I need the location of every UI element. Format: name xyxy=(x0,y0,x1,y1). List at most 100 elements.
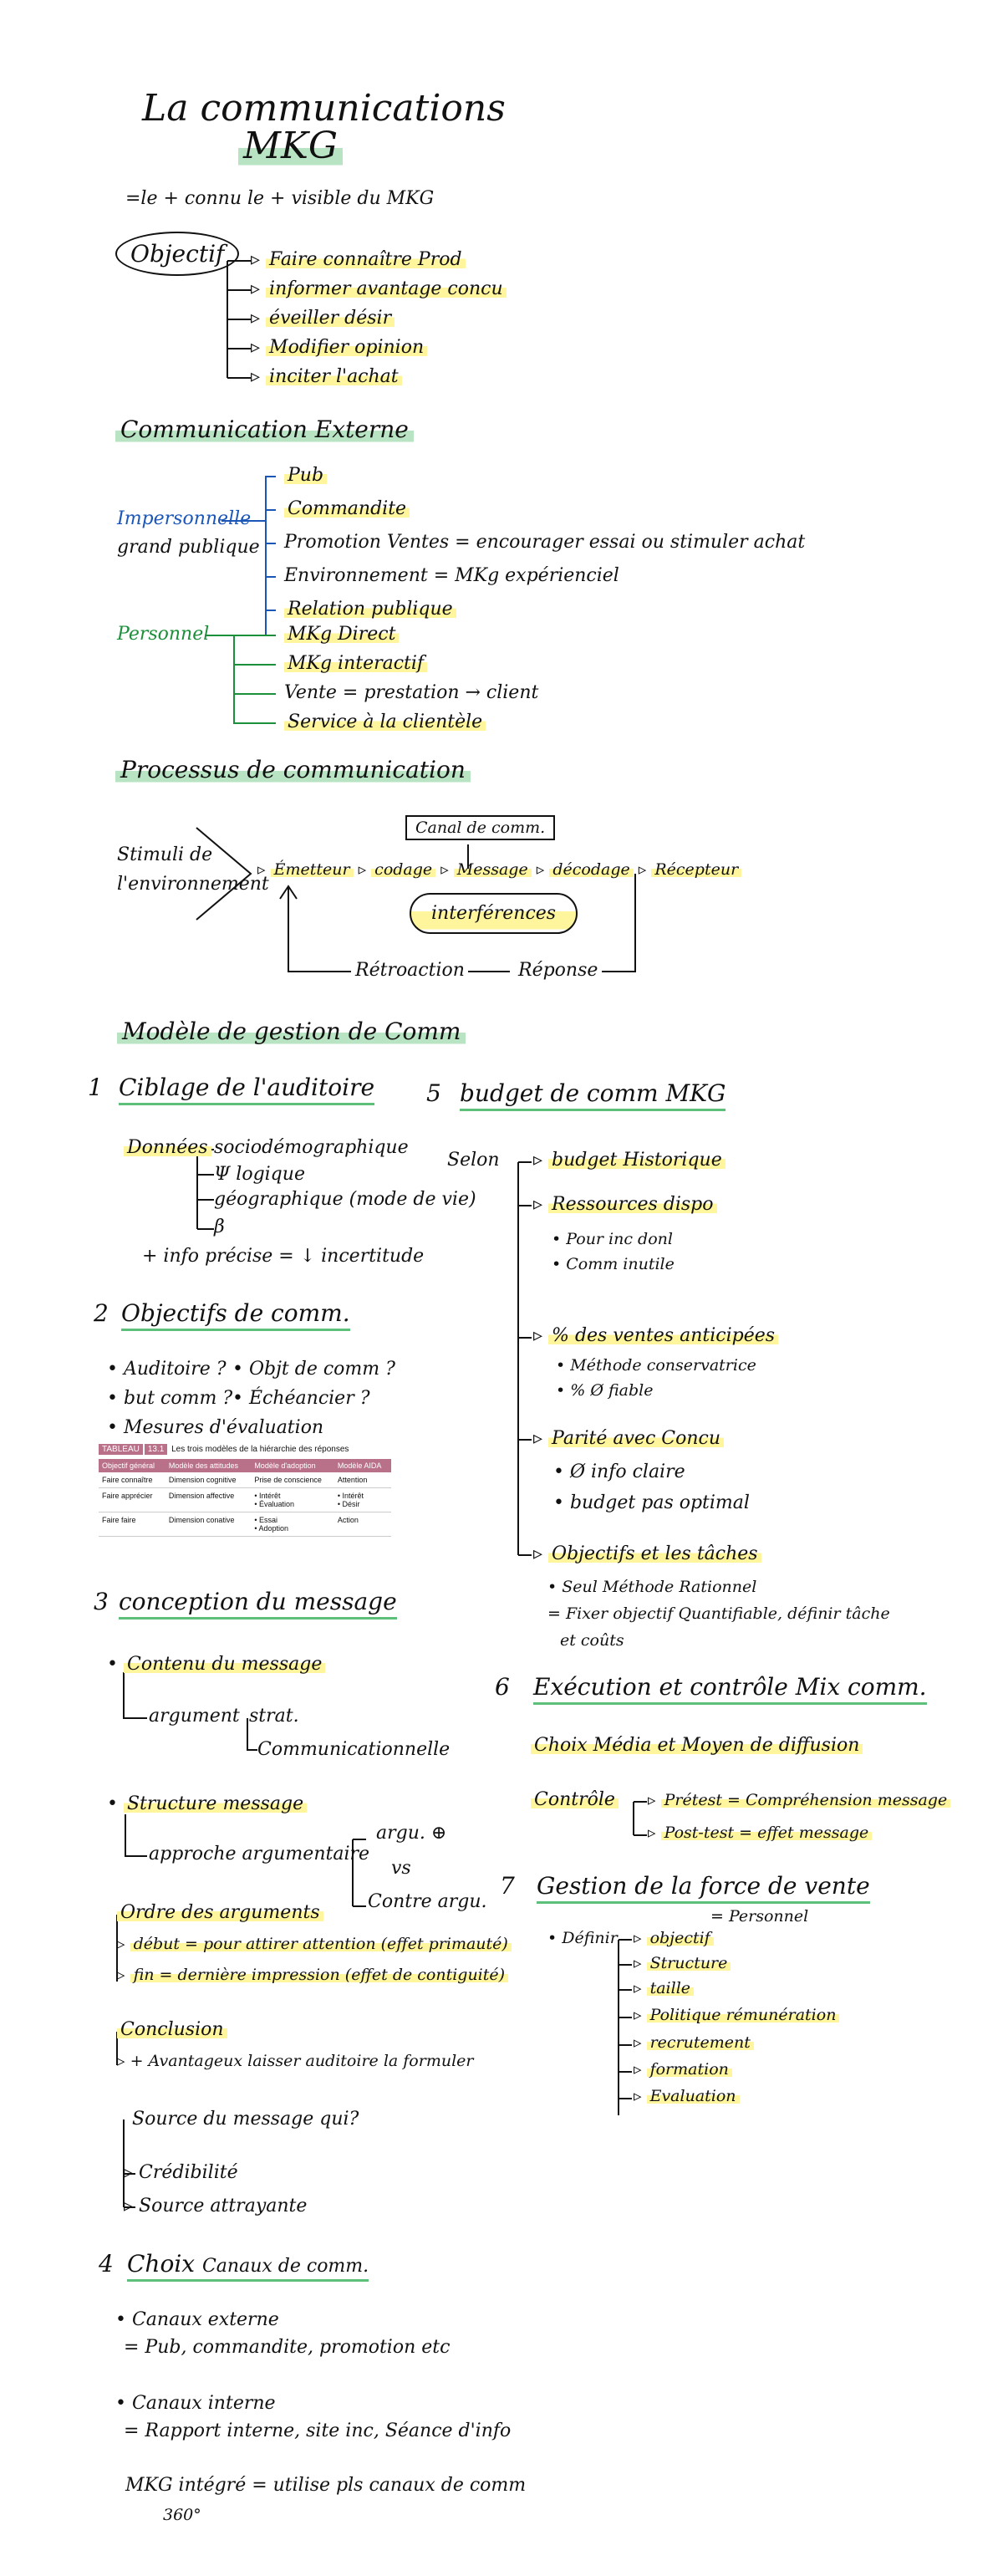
s7-item-structure: ▹ Structure xyxy=(634,1954,731,1973)
s1-donnees: Données xyxy=(124,1137,211,1158)
s2-title-text: Objectifs de comm. xyxy=(121,1299,350,1331)
s7-text-objectif: objectif xyxy=(646,1929,714,1947)
objectif-item-3: ▹ éveiller désir xyxy=(251,308,395,329)
table-header: Modèle des attitudes xyxy=(165,1459,252,1472)
ext-text-mkg-interactif: MKg interactif xyxy=(284,653,428,674)
s4-title: Choix Canaux de comm. xyxy=(127,2250,369,2282)
s6-controle: Contrôle xyxy=(531,1789,619,1810)
ext-text-relation: Relation publique xyxy=(284,599,456,620)
table-header: Modèle AIDA xyxy=(333,1459,391,1472)
canal-box: Canal de comm. xyxy=(405,815,556,840)
s5-obj-item-1: • Seul Méthode Rationnel xyxy=(547,1578,757,1596)
s3-fin-text: fin = dernière impression (effet de cont… xyxy=(130,1966,509,1984)
page-title-mkg: MKG xyxy=(238,125,344,167)
s3-contre: Contre argu. xyxy=(368,1891,487,1912)
s5-selon: Selon xyxy=(447,1150,500,1171)
modele-heading-text: Modèle de gestion de Comm xyxy=(117,1018,466,1045)
s1-item-3: géographique (mode de vie) xyxy=(214,1189,476,1210)
s3-debut: ▹ début = pour attirer attention (effet … xyxy=(117,1935,512,1954)
s6-title-text: Exécution et contrôle Mix comm. xyxy=(533,1673,927,1705)
s5-objectifs-text: Objectifs et les tâches xyxy=(548,1543,761,1564)
s6-controle-text: Contrôle xyxy=(531,1789,619,1810)
stimuli-line2: l'environnement xyxy=(117,874,269,895)
s4-360: 360° xyxy=(163,2506,201,2524)
table-row: Faire connaître Dimension cognitive Pris… xyxy=(99,1472,391,1488)
grand-public-label: grand publique xyxy=(117,537,260,558)
s5-historique: ▹ budget Historique xyxy=(533,1150,726,1171)
s3-conclusion-note: ▹ + Avantageux laisser auditoire la form… xyxy=(117,2052,474,2070)
intro-definition: =le + connu le + visible du MKG xyxy=(125,188,435,209)
table-cell: Attention xyxy=(333,1472,391,1488)
table-row: Faire faire Dimension conative • Essai •… xyxy=(99,1512,391,1537)
s4-interne: • Canaux interne xyxy=(115,2393,276,2414)
s3-conclusion-text: Conclusion xyxy=(117,2019,227,2040)
s7-personnel: = Personnel xyxy=(710,1907,809,1926)
table-cell: Dimension conative xyxy=(165,1512,252,1537)
s5-obj-item-2: = Fixer objectif Quantifiable, définir t… xyxy=(547,1604,890,1623)
s5-parite: ▹ Parité avec Concu xyxy=(533,1428,724,1449)
s5-parite-item-1: • Ø info claire xyxy=(553,1461,685,1482)
s1-item-2: Ψ logique xyxy=(214,1164,305,1185)
ext-text-mkg-direct: MKg Direct xyxy=(284,624,400,645)
s1-donnees-text: Données xyxy=(124,1137,211,1158)
s5-obj-item-3: et coûts xyxy=(560,1631,624,1650)
s5-res-item-1: • Pour inc donl xyxy=(552,1230,673,1248)
ext-item-mkg-direct: MKg Direct xyxy=(284,624,400,645)
s2-item-but: • but comm ? xyxy=(107,1388,233,1409)
s3-source: Source du message qui? xyxy=(132,2109,359,2130)
objectif-text-4: Modifier opinion xyxy=(266,337,428,358)
table-cell: Prise de conscience xyxy=(251,1472,334,1488)
s6-pretest: ▹ Prétest = Compréhension message xyxy=(648,1791,951,1810)
s7-text-formation: formation xyxy=(646,2060,732,2079)
s2-item-auditoire: • Auditoire ? xyxy=(107,1359,227,1380)
chain-decodage: décodage xyxy=(549,860,634,879)
s5-title-text: budget de comm MKG xyxy=(460,1079,726,1111)
s3-debut-text: début = pour attirer attention (effet pr… xyxy=(130,1935,512,1953)
process-chain: ▹ Émetteur ▹ codage ▹ Message ▹ décodage… xyxy=(257,860,742,880)
table-cell: Faire connaître xyxy=(99,1472,165,1488)
s7-text-recrutement: recrutement xyxy=(646,2033,754,2052)
s6-pretest-text: Prétest = Compréhension message xyxy=(660,1791,951,1809)
s3-attrayante: ▹ Source attrayante xyxy=(124,2196,308,2216)
hierarchy-table: Objectif général Modèle des attitudes Mo… xyxy=(99,1459,391,1537)
s1-note: + info précise = ↓ incertitude xyxy=(142,1246,425,1267)
objectif-text-3: éveiller désir xyxy=(266,308,395,329)
s3-contenu: • Contenu du message xyxy=(107,1654,326,1675)
s6-choix: Choix Média et Moyen de diffusion xyxy=(531,1735,863,1756)
s3-conclusion-note-text: + Avantageux laisser auditoire la formul… xyxy=(130,2052,474,2070)
s6-title: Exécution et contrôle Mix comm. xyxy=(533,1673,927,1705)
ext-text-commandite: Commandite xyxy=(284,498,410,519)
s4-externe: • Canaux externe xyxy=(115,2309,279,2330)
s1-item-4: β xyxy=(214,1217,225,1237)
s3-structure-text: Structure message xyxy=(123,1793,308,1814)
s2-item-mesures: • Mesures d'évaluation xyxy=(107,1417,324,1438)
s1-item-1: sociodémographique xyxy=(214,1137,409,1158)
table-cell: • Intérêt • Évaluation xyxy=(251,1487,334,1512)
s3-ordre: Ordre des arguments xyxy=(117,1902,323,1923)
table-caption-text: Les trois modèles de la hiérarchie des r… xyxy=(171,1445,349,1454)
s1-title: Ciblage de l'auditoire xyxy=(119,1074,375,1105)
objectif-item-2: ▹ informer avantage concu xyxy=(251,278,507,299)
ext-text-pub: Pub xyxy=(284,465,328,486)
s3-argu: argu. ⊕ xyxy=(376,1823,447,1844)
table-cell: Action xyxy=(333,1512,391,1537)
stimuli-line1: Stimuli de xyxy=(117,844,213,865)
objectif-oval: Objectif xyxy=(115,232,240,276)
ext-text-service: Service à la clientèle xyxy=(284,712,486,732)
s7-text-evaluation: Evaluation xyxy=(646,2087,740,2105)
s4-externe-note: = Pub, commandite, promotion etc xyxy=(124,2337,451,2358)
s3-title-text: conception du message xyxy=(119,1588,397,1620)
s3-attrayante-text: Source attrayante xyxy=(139,2196,308,2216)
s7-text-politique: Politique rémunération xyxy=(646,2006,840,2024)
objectif-item-4: ▹ Modifier opinion xyxy=(251,337,428,358)
table-cell: Faire apprécier xyxy=(99,1487,165,1512)
reponse-label: Réponse xyxy=(518,960,598,981)
s7-item-recrutement: ▹ recrutement xyxy=(634,2033,754,2053)
section-heading-processus: Processus de communication xyxy=(115,756,471,783)
s7-item-politique: ▹ Politique rémunération xyxy=(634,2006,840,2025)
s5-parite-text: Parité avec Concu xyxy=(548,1428,724,1449)
retroaction-label: Rétroaction xyxy=(355,960,465,981)
chain-emetteur: Émetteur xyxy=(270,860,354,879)
objectif-text-1: Faire connaître Prod xyxy=(266,249,466,270)
